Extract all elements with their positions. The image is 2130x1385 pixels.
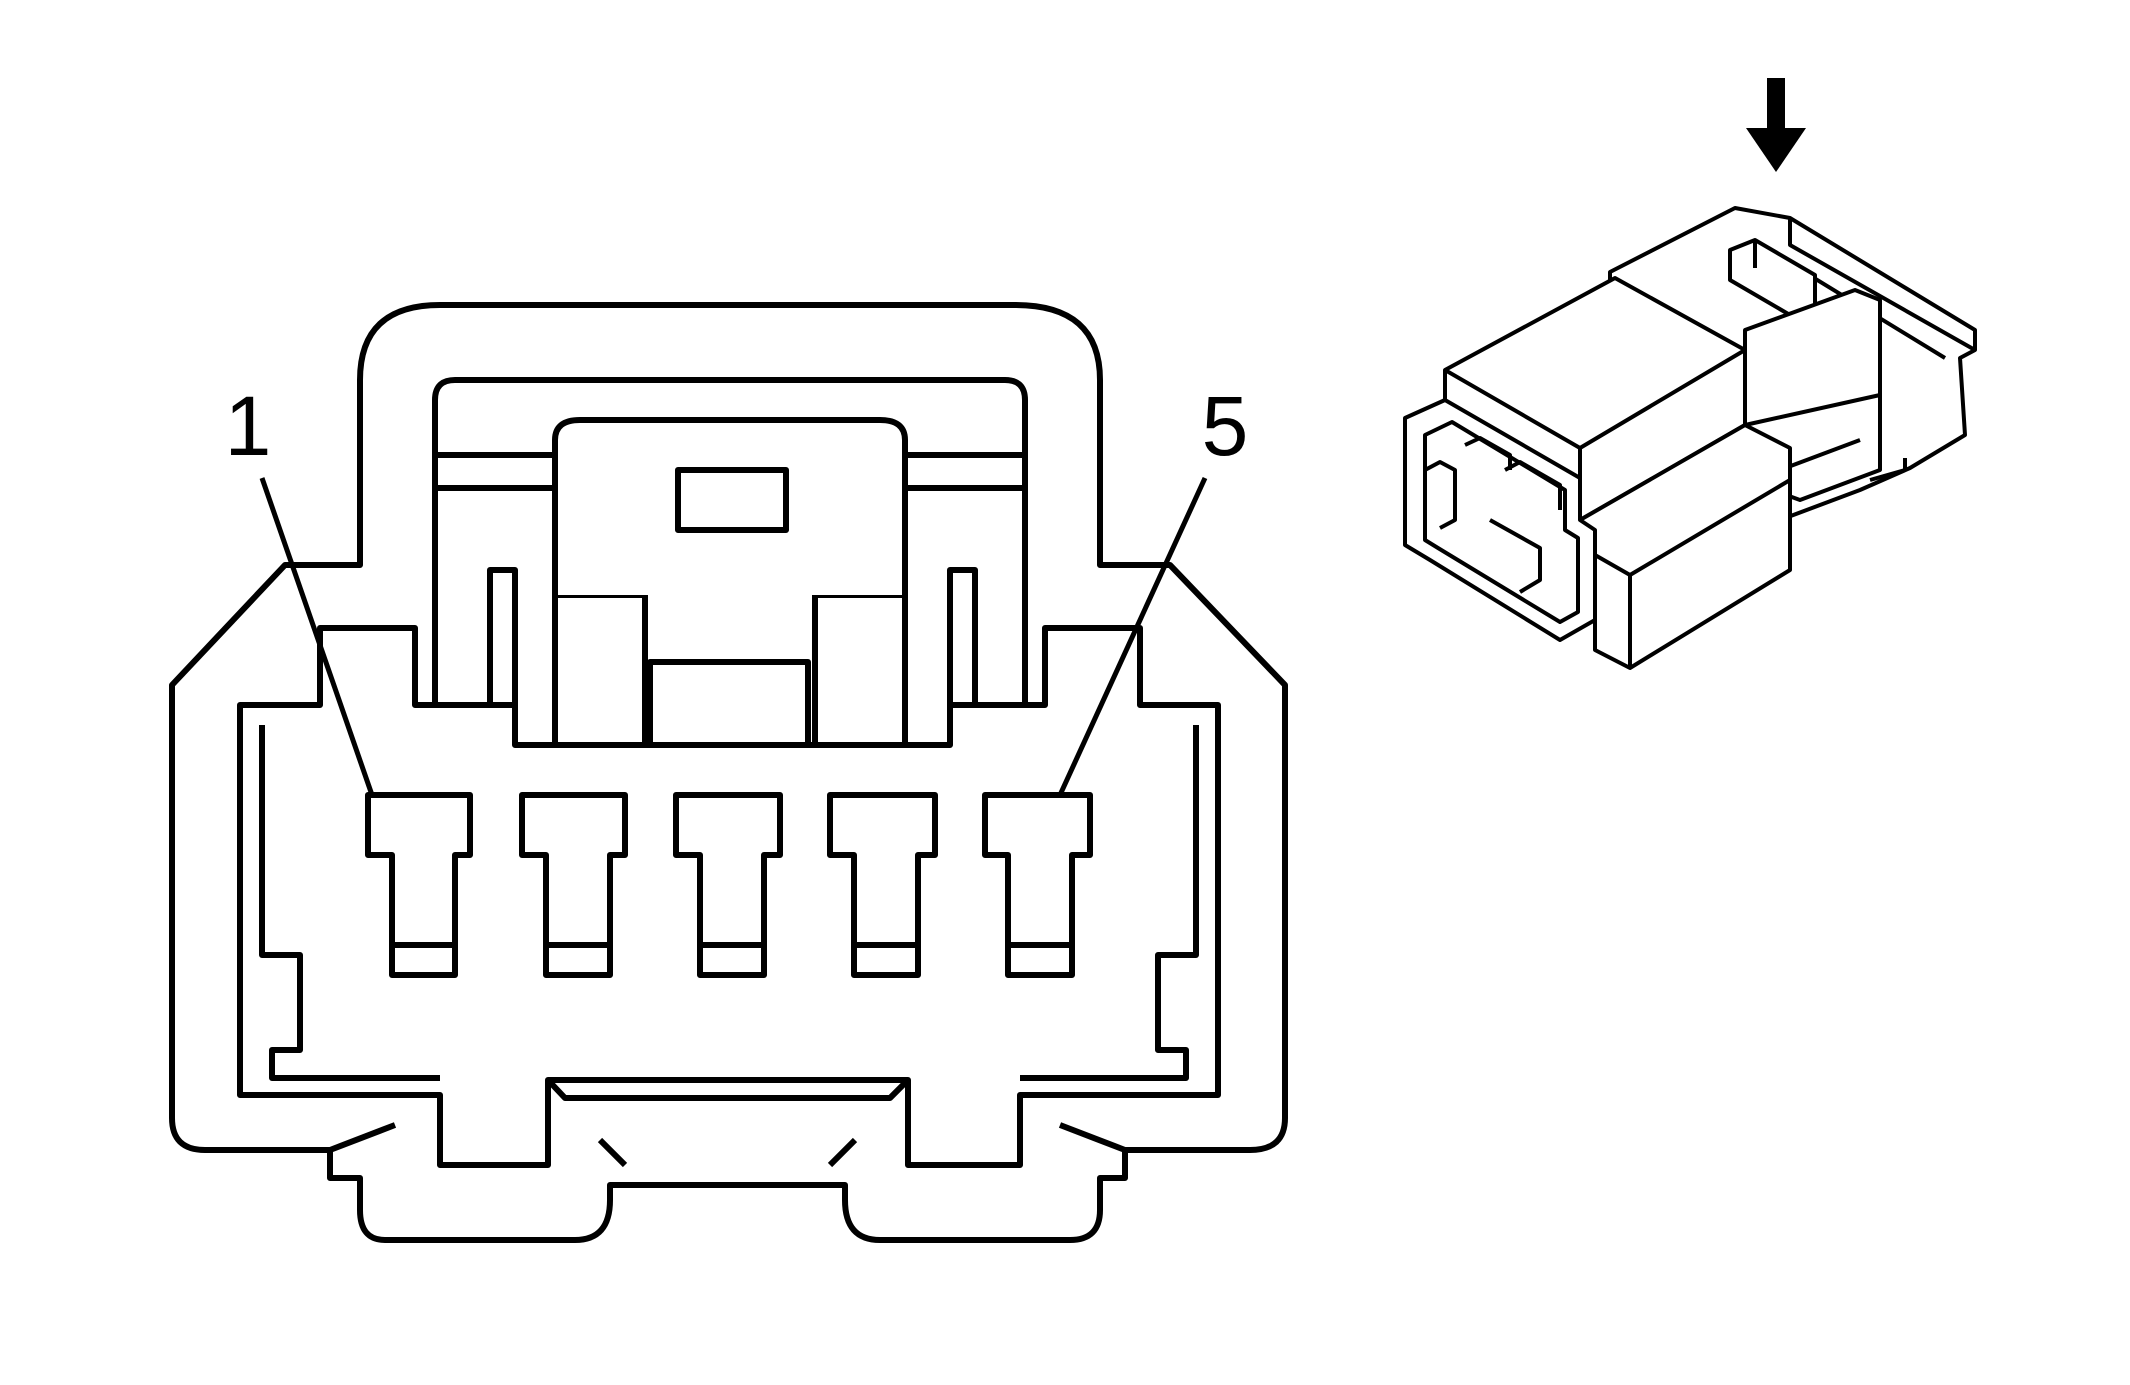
side-rail-groove <box>1779 438 1861 472</box>
skirt-center-right <box>827 1137 858 1168</box>
skirt-notch-left <box>328 1122 397 1153</box>
connector-isometric-view <box>1403 206 1977 670</box>
skirt-notch-right <box>1058 1122 1127 1153</box>
terminal <box>982 792 1093 978</box>
terminal <box>519 792 628 978</box>
terminal <box>827 792 938 978</box>
pin-1-label: 1 <box>225 379 272 473</box>
connector-face-view <box>169 302 1288 1243</box>
cavity-notch <box>1464 436 1512 470</box>
pin-5-leader-line <box>1057 476 1208 797</box>
cavity-inset <box>259 725 440 1081</box>
terminal <box>365 792 473 978</box>
front-block-lower-edge <box>1594 478 1792 668</box>
terminal <box>673 792 783 978</box>
terminal-row <box>365 792 1093 978</box>
pin-1-leader-line <box>259 477 375 796</box>
cavity-inset-right <box>1020 725 1199 1081</box>
latch-window <box>675 467 789 533</box>
down-arrow-icon <box>1746 78 1806 172</box>
cavity-bottom-rib <box>545 1077 911 1101</box>
latch-slot <box>647 659 811 748</box>
cavity-key-left <box>1424 460 1457 530</box>
pin-5-label: 5 <box>1202 379 1249 473</box>
cavity-key-right <box>1489 460 1562 594</box>
skirt-center-left <box>597 1137 628 1168</box>
